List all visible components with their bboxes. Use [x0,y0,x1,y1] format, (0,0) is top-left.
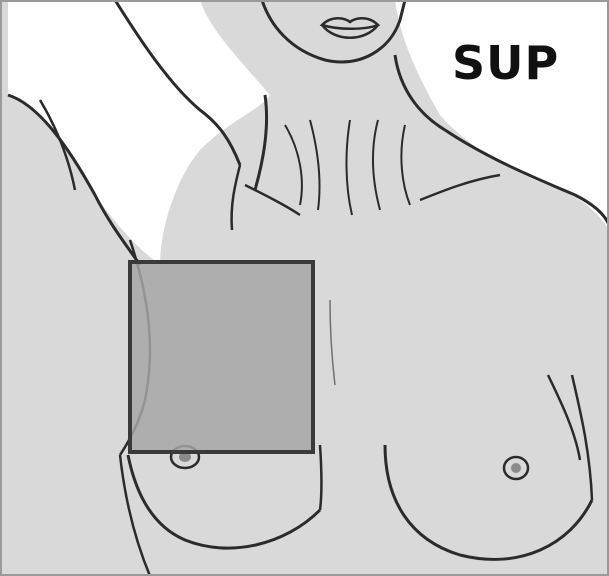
highlighted-region-square [130,262,313,452]
orientation-label: SUP [452,40,559,86]
left-breast-inner [320,445,322,510]
right-nipple-inner [511,463,521,473]
